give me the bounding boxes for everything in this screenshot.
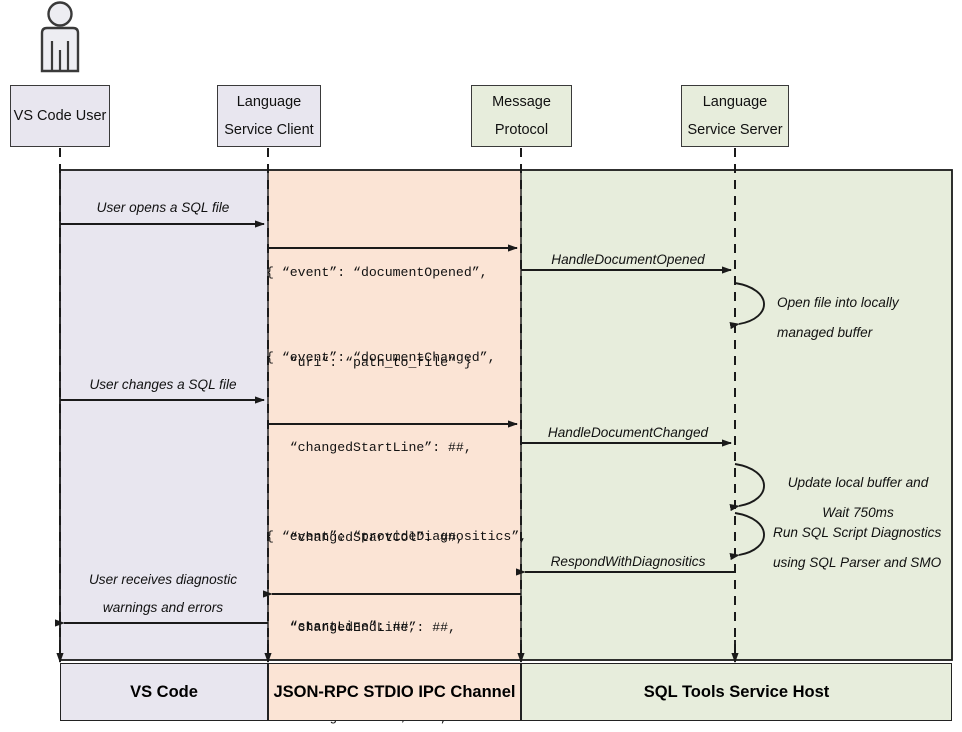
payload-line: “uri”: “path_to_file” } bbox=[266, 355, 472, 370]
lane-host bbox=[521, 170, 952, 660]
footer-band-vs-code[interactable]: VS Code bbox=[60, 663, 268, 721]
participant-label: VS Code User bbox=[13, 107, 107, 124]
note-line: managed buffer bbox=[777, 325, 873, 340]
payload-line: “changedStartLine”: ##, bbox=[266, 440, 472, 455]
note-run-sql-script-diagnostics: Run SQL Script Diagnostics using SQL Par… bbox=[773, 518, 941, 578]
participant-label-line1: Language bbox=[702, 93, 768, 110]
participant-label-line2: Service Server bbox=[687, 122, 783, 138]
label-respond-with-diagnostics: RespondWithDiagnositics bbox=[550, 554, 706, 569]
label-user-changes-sql-file: User changes a SQL file bbox=[89, 377, 237, 392]
label-handle-document-changed: HandleDocumentChanged bbox=[547, 425, 709, 440]
self-loop-run-diagnostics bbox=[729, 512, 765, 561]
label-handle-document-opened: HandleDocumentOpened bbox=[551, 252, 705, 267]
participant-label-line2: Protocol bbox=[494, 122, 549, 138]
participant-language-service-server[interactable]: Language Service Server bbox=[681, 85, 789, 147]
participant-message-protocol[interactable]: Message Protocol bbox=[471, 85, 572, 147]
label-user-opens-sql-file: User opens a SQL file bbox=[96, 200, 230, 215]
vs-code-user-actor bbox=[40, 1, 80, 73]
label-user-receives-diagnostics-line1: User receives diagnostic bbox=[88, 572, 238, 587]
note-line: using SQL Parser and SMO bbox=[773, 555, 942, 570]
note-line: Wait 750ms bbox=[822, 505, 894, 520]
payload-document-opened: { “event”: “documentOpened”, “uri”: “pat… bbox=[266, 198, 488, 438]
footer-band-label: JSON-RPC STDIO IPC Channel bbox=[273, 682, 516, 701]
lifelines bbox=[59, 148, 736, 660]
self-loop-arrows bbox=[729, 282, 765, 561]
participant-label-line2: Service Client bbox=[224, 122, 314, 138]
note-line: Update local buffer and bbox=[787, 475, 929, 490]
note-line: Open file into locally bbox=[777, 295, 899, 310]
label-user-receives-diagnostics-line2: warnings and errors bbox=[102, 600, 224, 615]
footer-band-json-rpc-channel[interactable]: JSON-RPC STDIO IPC Channel bbox=[268, 663, 521, 721]
payload-line: { “event”: “documentOpened”, bbox=[266, 265, 488, 280]
payload-line: “startLine”: ##, bbox=[266, 619, 417, 634]
footer-band-label: SQL Tools Service Host bbox=[643, 682, 830, 701]
self-loop-update-buffer bbox=[729, 463, 765, 512]
footer-drop-arrows bbox=[56, 640, 739, 663]
note-line: Run SQL Script Diagnostics bbox=[773, 525, 942, 540]
lane-ipc bbox=[268, 170, 521, 660]
lane-vscode bbox=[60, 170, 268, 660]
swimlanes bbox=[59, 169, 953, 661]
payload-line: { “event”: “provideDiagnositics”, bbox=[266, 529, 528, 544]
payload-line: “changedStartCol”: ##, bbox=[266, 530, 464, 545]
participant-label-line1: Language bbox=[236, 93, 302, 110]
footer-band-label: VS Code bbox=[130, 682, 198, 701]
lane-outline bbox=[59, 169, 953, 661]
payload-line: { “event”: “documentChanged”, bbox=[266, 350, 496, 365]
self-loop-open-file bbox=[729, 282, 765, 330]
note-open-file-into-buffer: Open file into locally managed buffer bbox=[777, 288, 899, 348]
footer-band-sql-tools-service-host[interactable]: SQL Tools Service Host bbox=[521, 663, 952, 721]
payload-line: “changedEndLine”: ##, bbox=[266, 620, 456, 635]
message-arrows bbox=[55, 220, 735, 627]
participant-label-line1: Message bbox=[492, 93, 551, 110]
note-update-buffer-and-wait: Update local buffer and Wait 750ms bbox=[773, 468, 943, 528]
participant-vs-code-user[interactable]: VS Code User bbox=[10, 85, 110, 147]
participant-language-service-client[interactable]: Language Service Client bbox=[217, 85, 321, 147]
